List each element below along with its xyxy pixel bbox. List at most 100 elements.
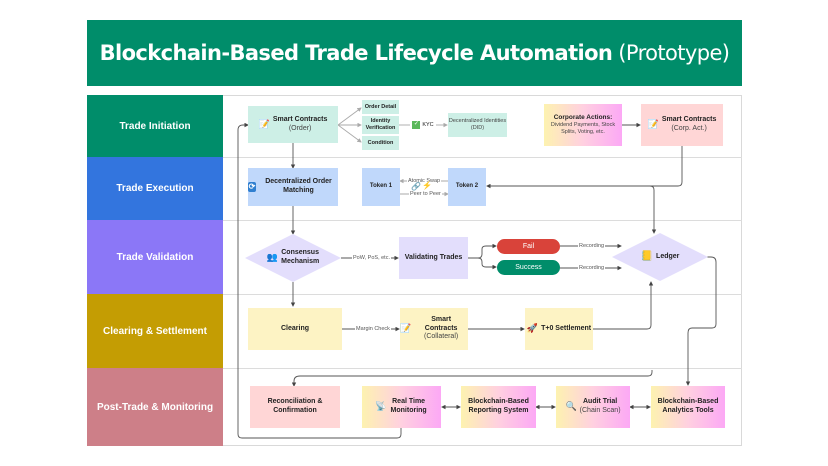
consensus-edge-label: PoW, PoS, etc.	[352, 255, 391, 261]
magnifier-icon: 🔍	[565, 401, 577, 412]
fail-node[interactable]: Fail	[497, 239, 560, 254]
diamond-shape	[245, 234, 341, 282]
identity-verification-node[interactable]: Identity Verification	[362, 116, 399, 134]
edge-order-detail	[337, 107, 362, 126]
node-title: Success	[515, 264, 542, 271]
lane-divider	[223, 220, 742, 221]
kyc-text: KYC	[422, 121, 434, 128]
node-title: Corporate Actions:	[553, 114, 613, 122]
lane-trade-validation: Trade Validation	[87, 220, 223, 294]
chain-link-icon: 🔗	[411, 182, 421, 191]
notebook-icon: 📒	[640, 250, 654, 262]
edge-condition	[337, 124, 362, 143]
node-title: T+0 Settlement	[541, 324, 592, 332]
check-mark-icon: ✓	[412, 121, 421, 129]
lane-divider	[223, 157, 742, 158]
node-title: Smart Contracts	[661, 116, 717, 124]
peer-to-peer-label: Peer to Peer	[409, 191, 442, 197]
node-subtitle: (Order)	[288, 124, 312, 132]
node-title: Real Time Monitoring	[390, 398, 427, 414]
smart-contracts-corp-node[interactable]: 📝 Smart Contracts(Corp. Act.)	[641, 104, 723, 146]
node-subtitle: (Collateral)	[423, 333, 459, 341]
ledger-node[interactable]: 📒Ledger	[612, 233, 708, 281]
order-detail-node[interactable]: Order Detail	[362, 100, 399, 114]
recording-success-label: Recording	[578, 265, 606, 271]
node-title: Blockchain-Based Analytics Tools	[657, 398, 719, 414]
lane-label: Trade Validation	[116, 251, 194, 263]
satellite-dish-icon: 📡	[375, 401, 387, 412]
node-title: Ledger	[656, 252, 680, 260]
node-title: Clearing	[280, 324, 309, 332]
success-node[interactable]: Success	[497, 260, 560, 275]
node-title: Token 1	[369, 183, 393, 190]
title-banner: Blockchain-Based Trade Lifecycle Automat…	[87, 20, 742, 86]
lane-trade-execution: Trade Execution	[87, 157, 223, 220]
node-title: Condition	[367, 139, 394, 146]
edge-monitoring-loop	[237, 122, 402, 439]
reconciliation-node[interactable]: Reconciliation & Confirmation	[250, 386, 340, 428]
node-title: Consensus Mechanism	[281, 249, 320, 265]
lane-label: Trade Initiation	[119, 120, 191, 132]
memo-pencil-icon: 📝	[647, 119, 659, 130]
node-title: Fail	[522, 243, 535, 250]
node-title: Audit Trial	[582, 398, 618, 406]
lane-divider	[223, 294, 742, 295]
people-icon: 👥	[266, 252, 279, 263]
lane-label: Post-Trade & Monitoring	[96, 401, 214, 413]
lightning-icon: ⚡	[422, 181, 432, 190]
atomic-swap-label: Atomic Swap	[407, 178, 442, 184]
node-subtitle: Dividend Payments, Stock Splits, Voting,…	[550, 122, 616, 136]
smart-contracts-order-node[interactable]: 📝 Smart Contracts(Order)	[248, 106, 338, 143]
title-main: Blockchain-Based Trade Lifecycle Automat…	[99, 41, 613, 65]
kyc-label: ✓KYC	[410, 119, 436, 131]
edge-validating-success	[477, 257, 497, 270]
node-title: Smart Contracts	[272, 115, 328, 123]
lane-post-trade-monitoring: Post-Trade & Monitoring	[87, 368, 223, 446]
edge-loop-to-reconciliation	[291, 370, 653, 387]
did-node[interactable]: Decentralized Identities (DID)	[448, 113, 507, 137]
lane-clearing-settlement: Clearing & Settlement	[87, 294, 223, 368]
lane-label: Clearing & Settlement	[103, 325, 207, 337]
memo-pencil-icon: 📝	[258, 118, 270, 129]
node-title: Decentralized Identities (DID)	[448, 118, 507, 131]
lane-trade-initiation: Trade Initiation	[87, 95, 223, 157]
edge-settlement-ledger	[593, 281, 654, 330]
edge-corp-to-token2	[486, 146, 683, 189]
t0-settlement-node[interactable]: 🚀 T+0 Settlement	[525, 308, 593, 350]
node-title: Token 2	[455, 183, 479, 190]
recording-fail-label: Recording	[578, 243, 606, 249]
edge-validating-fail	[467, 243, 497, 259]
node-title: Validating Trades	[404, 253, 463, 261]
node-subtitle: (Corp. Act.)	[671, 125, 707, 132]
decentralized-order-matching-node[interactable]: ⟳ Decentralized Order Matching	[248, 168, 338, 206]
rocket-icon: 🚀	[526, 323, 539, 334]
memo-pencil-icon: 📝	[400, 323, 412, 334]
node-title: Reconciliation & Confirmation	[267, 398, 323, 414]
edge-ledger-analytics	[685, 256, 717, 386]
token-2-node[interactable]: Token 2	[448, 168, 486, 206]
smart-contracts-collateral-node[interactable]: 📝 Smart Contracts(Collateral)	[400, 308, 468, 350]
validating-trades-node[interactable]: Validating Trades	[399, 237, 468, 279]
corporate-actions-node[interactable]: Corporate Actions:Dividend Payments, Sto…	[544, 104, 622, 146]
clearing-node[interactable]: Clearing	[248, 308, 342, 350]
node-title: Order Detail	[364, 103, 397, 110]
node-title: Smart Contracts	[424, 315, 458, 332]
node-title: Decentralized Order Matching	[265, 178, 332, 194]
sync-arrows-icon: ⟳	[248, 182, 256, 192]
consensus-mechanism-node[interactable]: 👥Consensus Mechanism	[245, 234, 341, 282]
lane-label: Trade Execution	[116, 183, 194, 194]
diamond-shape	[612, 233, 708, 281]
reporting-system-node[interactable]: Blockchain-Based Reporting System	[461, 386, 536, 428]
edge-corp-to-ledger	[649, 185, 657, 234]
margin-check-label: Margin Check	[355, 326, 391, 332]
analytics-tools-node[interactable]: Blockchain-Based Analytics Tools	[651, 386, 725, 428]
node-subtitle: (Chain Scan)	[579, 407, 621, 414]
title-suffix: (Prototype)	[618, 41, 730, 65]
node-title: Blockchain-Based Reporting System	[468, 398, 529, 414]
real-time-monitoring-node[interactable]: 📡 Real Time Monitoring	[362, 386, 441, 428]
token-1-node[interactable]: Token 1	[362, 168, 400, 206]
lane-divider	[223, 368, 742, 369]
node-title: Identity Verification	[365, 118, 396, 131]
condition-node[interactable]: Condition	[362, 136, 399, 150]
audit-trial-node[interactable]: 🔍 Audit Trial(Chain Scan)	[556, 386, 630, 428]
